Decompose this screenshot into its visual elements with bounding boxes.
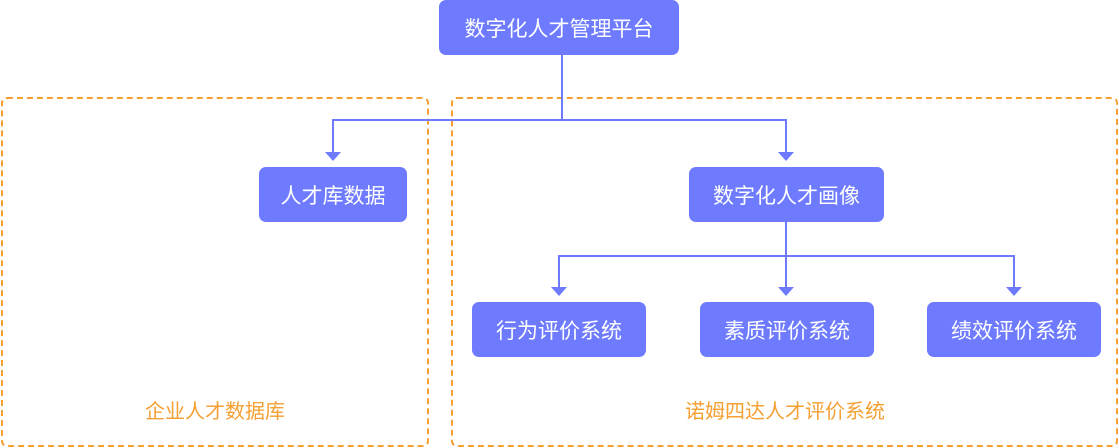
group-label-enterprise-talent-database: 企业人才数据库 <box>145 399 285 423</box>
node-label: 绩效评价系统 <box>951 318 1077 343</box>
node-label: 人才库数据 <box>280 183 386 208</box>
node-digital-talent-management-platform: 数字化人才管理平台 <box>439 0 679 55</box>
node-label: 素质评价系统 <box>724 318 850 343</box>
node-label: 行为评价系统 <box>496 318 622 343</box>
node-label: 数字化人才画像 <box>713 183 860 208</box>
node-quality-evaluation-system: 素质评价系统 <box>700 302 874 357</box>
group-label-talent-evaluation-system: 诺姆四达人才评价系统 <box>685 399 885 423</box>
group-enterprise-talent-database <box>1 97 429 447</box>
node-performance-evaluation-system: 绩效评价系统 <box>927 302 1101 357</box>
node-digital-talent-portrait: 数字化人才画像 <box>689 167 884 222</box>
group-talent-evaluation-system <box>451 97 1118 447</box>
node-label: 数字化人才管理平台 <box>464 16 654 41</box>
node-behavior-evaluation-system: 行为评价系统 <box>472 302 646 357</box>
node-talent-pool-data: 人才库数据 <box>259 167 407 222</box>
